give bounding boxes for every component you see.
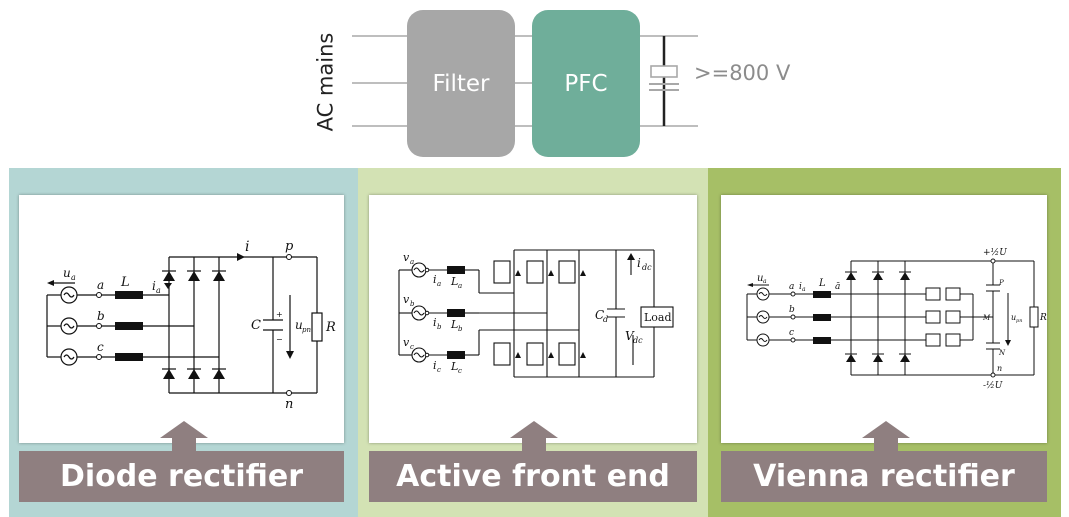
label-C: C	[251, 318, 261, 333]
label-La-sub: a	[458, 282, 462, 290]
caption-active-front-end: Active front end	[369, 451, 697, 502]
label-va-sub: a	[410, 258, 414, 266]
output-voltage-label: >=800 V	[694, 61, 791, 85]
label-upn-sub: pn	[1016, 318, 1022, 324]
label-vb: v	[403, 293, 410, 306]
label-n: n	[997, 364, 1002, 373]
label-ia-sub: a	[802, 286, 806, 293]
label-Lc: L	[450, 360, 458, 373]
label-vc: v	[403, 336, 410, 349]
cap-plus: +	[276, 310, 283, 319]
label-load: Load	[644, 311, 672, 324]
diode-rectifier-schematic: u a L i a i p n a b c C + − u pn R	[19, 195, 344, 443]
label-va: v	[403, 251, 410, 264]
label-M: M	[982, 314, 991, 322]
label-R: R	[1039, 313, 1047, 323]
label-Vdc: V	[625, 329, 635, 343]
label-ib: i	[433, 316, 437, 329]
label-ua-sub: a	[71, 273, 76, 282]
label-a: a	[789, 282, 794, 292]
label-L: L	[120, 275, 130, 290]
label-i: i	[245, 239, 249, 255]
cap-minus: −	[276, 335, 283, 344]
active-front-end-schematic: v a v b v c i a i b i c L a L b L c i dc…	[369, 195, 697, 443]
label-p: p	[285, 239, 294, 254]
label-ia: i	[433, 273, 437, 286]
caption-diode-rectifier: Diode rectifier	[19, 451, 344, 502]
label-upn: u	[295, 318, 303, 332]
label-ua-sub: a	[763, 278, 767, 285]
label-La: L	[450, 275, 458, 288]
top-block-diagram-lines	[352, 35, 698, 127]
label-vc-sub: c	[410, 343, 414, 351]
label-b: b	[789, 305, 795, 315]
label-b: b	[97, 309, 105, 323]
ac-mains-label: AC mains	[313, 32, 337, 132]
vienna-rectifier-schematic: u a a i a L ā b c +½U -½U P M N n u pn R	[721, 195, 1047, 443]
label-upn-sub: pn	[302, 326, 311, 334]
label-c: c	[97, 340, 104, 354]
label-abar: ā	[835, 282, 840, 292]
label-R: R	[325, 320, 336, 335]
label-ic: i	[433, 359, 437, 372]
label-ib-sub: b	[437, 323, 442, 331]
label-Cd-sub: d	[603, 315, 608, 324]
label-idc-sub: dc	[642, 263, 652, 272]
label-idc: i	[637, 256, 641, 270]
dc-capacitor-symbol	[649, 36, 679, 126]
label-ia-sub: a	[156, 286, 161, 295]
label-c: c	[789, 328, 794, 338]
label-L: L	[818, 278, 826, 289]
label-ia-sub: a	[437, 280, 441, 288]
label-N: N	[998, 349, 1006, 357]
label-Lb: L	[450, 318, 458, 331]
label-a: a	[97, 278, 104, 292]
up-arrow-icon	[862, 421, 910, 452]
label-ia: i	[152, 279, 156, 293]
label-Cd: C	[595, 308, 604, 322]
label-P: P	[998, 279, 1004, 287]
label-Vdc-sub: dc	[633, 336, 643, 345]
label-minus-half-U: -½U	[983, 380, 1003, 391]
label-plus-half-U: +½U	[983, 247, 1007, 258]
caption-vienna-rectifier: Vienna rectifier	[721, 451, 1047, 502]
up-arrow-icon	[510, 421, 558, 452]
label-Lc-sub: c	[458, 367, 462, 375]
pfc-block: PFC	[532, 10, 640, 157]
label-Lb-sub: b	[458, 325, 463, 333]
filter-block: Filter	[407, 10, 515, 157]
label-n: n	[285, 397, 293, 412]
label-upn: u	[1011, 313, 1016, 322]
label-ua: u	[63, 266, 71, 280]
label-ic-sub: c	[437, 366, 441, 374]
up-arrow-icon	[160, 421, 208, 452]
label-vb-sub: b	[410, 300, 415, 308]
label-ua: u	[757, 273, 763, 284]
label-ia: i	[799, 282, 802, 292]
